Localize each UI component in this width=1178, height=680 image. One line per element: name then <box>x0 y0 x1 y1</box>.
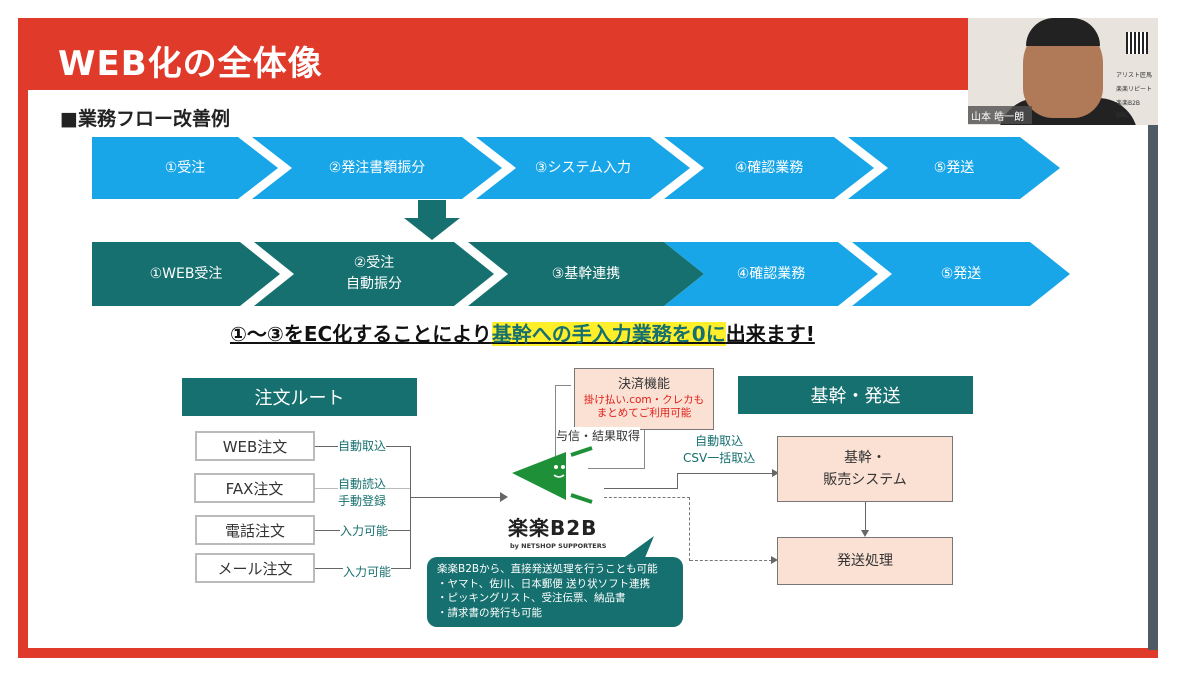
backend-system-box: 基幹・ 販売システム <box>777 436 953 502</box>
caption-post: 出来ます! <box>725 322 815 346</box>
logo-2: 楽楽リピート <box>1116 86 1153 93</box>
b2b-megaphone-icon <box>512 446 593 504</box>
caption-pre: ①～③をEC化することにより <box>230 322 492 346</box>
payment-box: 決済機能 掛け払い.com・クレカも まとめてご利用可能 <box>574 368 714 430</box>
b2b-tagline: by NETSHOP SUPPORTERS <box>510 542 607 550</box>
speaker-name: 山本 皓一朗 <box>968 106 1032 124</box>
qr-code <box>1126 32 1148 54</box>
bubble-line: ・ヤマト、佐川、日本郵便 送り状ソフト連携 <box>437 577 651 590</box>
payment-link-label: 与信・結果取得 <box>556 427 641 444</box>
connector <box>588 468 645 469</box>
shipping-box: 発送処理 <box>777 537 953 585</box>
order-route-header: 注文ルート <box>182 378 417 416</box>
side-strip <box>1148 125 1158 650</box>
backend-header: 基幹・発送 <box>738 376 973 414</box>
summary-caption: ①～③をEC化することにより基幹への手入力業務を0に出来ます! <box>230 318 815 347</box>
connector <box>865 502 866 534</box>
b2b-logo-text: 楽楽B2B <box>508 516 598 540</box>
method-web: 自動取込 <box>338 438 387 455</box>
flow-before-step-2: ②発注書類振分 <box>252 137 502 199</box>
connector <box>555 385 571 386</box>
method-fax: 自動読込 手動登録 <box>338 476 387 510</box>
order-web: WEB注文 <box>195 431 315 461</box>
arrowhead-icon <box>500 492 508 502</box>
speaker-video: アリスト匠馬 楽楽リピート 楽楽B2B BBC 山本 皓一朗 <box>968 18 1158 125</box>
connector <box>604 488 678 489</box>
logo-1: アリスト匠馬 <box>1116 72 1153 79</box>
slide-title: WEB化の全体像 <box>58 44 323 84</box>
speaker-hair <box>1026 18 1100 46</box>
flow-after-step-1: ①WEB受注 <box>92 242 280 306</box>
payment-detail: 掛け払い.com・クレカも まとめてご利用可能 <box>583 393 705 420</box>
caption-highlight: 基幹への手入力業務を0に <box>491 322 726 346</box>
info-bubble: 楽楽B2Bから、直接発送処理を行うことも可能 ・ヤマト、佐川、日本郵便 送り状ソ… <box>427 557 683 627</box>
method-phone: 入力可能 <box>340 523 389 540</box>
arrowhead-icon <box>861 530 869 537</box>
import-label: 自動取込 CSV一括取込 <box>683 434 756 465</box>
flow-after-step-2: ②受注 自動振分 <box>254 242 494 306</box>
connector <box>410 497 502 498</box>
connector <box>555 385 556 485</box>
method-mail: 入力可能 <box>343 564 392 581</box>
order-mail: メール注文 <box>195 553 315 583</box>
bubble-line: ・請求書の発行も可能 <box>437 607 542 620</box>
dashed-connector <box>604 497 690 561</box>
bubble-line: ・ピッキングリスト、受注伝票、納品書 <box>437 592 626 605</box>
payment-title: 決済機能 <box>617 376 670 392</box>
logo-4: BBC <box>1116 112 1129 119</box>
arrowhead-icon <box>771 556 778 564</box>
connector <box>677 473 773 474</box>
connector <box>644 430 645 468</box>
connector <box>410 446 411 569</box>
logo-3: 楽楽B2B <box>1116 100 1141 107</box>
section-subtitle: ■業務フロー改善例 <box>60 108 230 130</box>
arrowhead-icon <box>772 469 779 477</box>
order-fax: FAX注文 <box>194 473 315 503</box>
connector <box>677 473 678 489</box>
dashed-connector <box>690 560 772 561</box>
order-phone: 電話注文 <box>195 515 315 545</box>
flow-before-step-1: ①受注 <box>92 137 278 199</box>
bubble-line: 楽楽B2Bから、直接発送処理を行うことも可能 <box>437 563 658 575</box>
